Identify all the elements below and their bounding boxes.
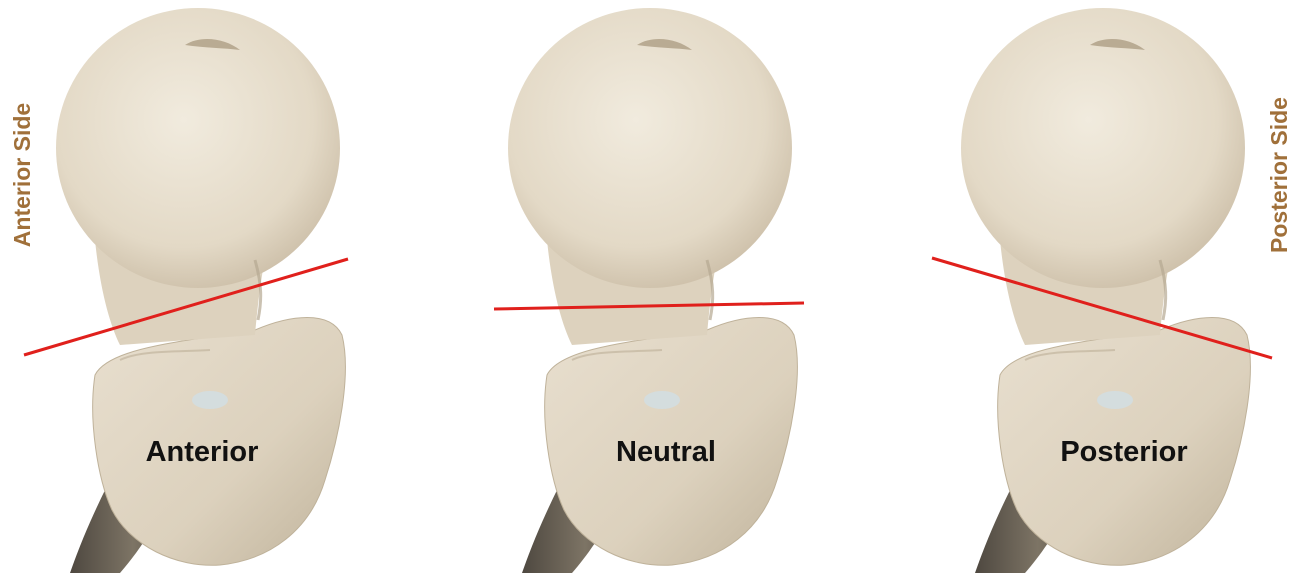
bone-anterior: [56, 8, 345, 573]
panel-label-anterior: Anterior: [146, 436, 259, 468]
panel-label-posterior: Posterior: [1060, 436, 1187, 468]
side-label-posterior: Posterior Side: [1266, 97, 1292, 253]
bone-posterior: [961, 8, 1250, 573]
bone-neutral: [508, 8, 797, 573]
panel-label-neutral: Neutral: [616, 436, 716, 468]
side-label-anterior: Anterior Side: [9, 103, 35, 247]
